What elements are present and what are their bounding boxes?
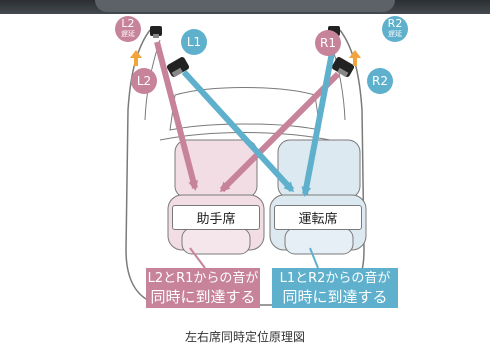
callout-stem-right xyxy=(309,247,319,269)
top-dashboard-strip xyxy=(0,0,490,14)
passenger-seat xyxy=(167,139,265,255)
badge-r1-label: R1 xyxy=(320,36,336,50)
diagram-caption: 左右席同時定位原理図 xyxy=(184,330,305,344)
badge-r2-side: R2 xyxy=(367,68,393,94)
callout-left-line1: L2とR1からの音が xyxy=(147,271,259,286)
speaker-r1 xyxy=(331,57,355,78)
badge-r2-side-label: R2 xyxy=(372,74,388,88)
path-r2-to-driver xyxy=(301,41,337,197)
badge-r2-top: R2 遅延 xyxy=(382,16,408,42)
badge-l2-top-sub: 遅延 xyxy=(121,30,135,38)
windshield-line xyxy=(169,87,321,131)
badge-l2-top-name: L2 xyxy=(121,17,135,30)
speaker-l1 xyxy=(166,57,190,78)
badge-r2-top-name: R2 xyxy=(387,17,403,30)
delay-arrow-right xyxy=(349,50,361,66)
passenger-seat-label: 助手席 xyxy=(172,205,260,230)
badge-r1: R1 xyxy=(315,30,341,56)
callout-left-line2: 同時に到達する xyxy=(150,288,256,306)
dashboard-shape xyxy=(95,0,395,12)
driver-seat-text: 運転席 xyxy=(298,212,338,227)
badge-l1: L1 xyxy=(181,29,207,55)
path-l1-to-driver xyxy=(181,69,295,193)
delay-arrow-left xyxy=(130,50,142,66)
driver-seat xyxy=(269,139,367,255)
callout-right-line1: L1とR2からの音が xyxy=(279,271,391,286)
badge-l2-side-label: L2 xyxy=(136,74,152,88)
path-l2-to-passenger xyxy=(154,41,199,191)
callout-stem-left xyxy=(189,247,206,269)
driver-seat-label: 運転席 xyxy=(274,205,362,230)
callout-right-line2: 同時に到達する xyxy=(282,288,388,306)
passenger-seat-text: 助手席 xyxy=(196,212,236,227)
badge-l1-label: L1 xyxy=(186,35,202,49)
badge-r2-top-sub: 遅延 xyxy=(388,30,402,38)
callout-left: L2とR1からの音が 同時に到達する xyxy=(146,268,260,308)
speaker-l2-top xyxy=(150,26,162,38)
badge-l2-top: L2 遅延 xyxy=(115,16,141,42)
badge-l2-side: L2 xyxy=(131,68,157,94)
callout-right: L1とR2からの音が 同時に到達する xyxy=(272,268,398,308)
path-r1-to-passenger xyxy=(219,71,341,193)
